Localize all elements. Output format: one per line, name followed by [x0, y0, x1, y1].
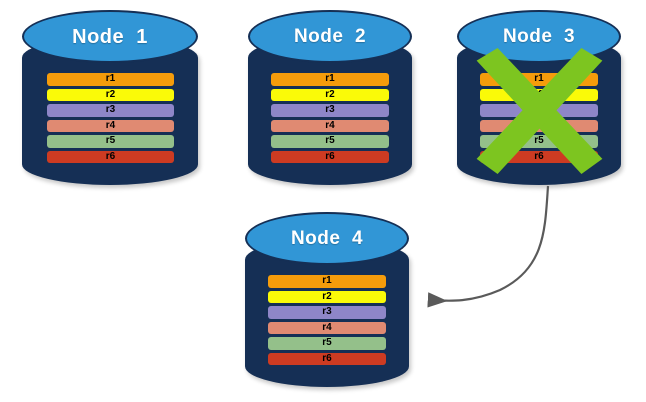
replica-list: r1 r2 r3 r4 r5 r6	[268, 275, 386, 365]
replica-list: r1 r2 r3 r4 r5 r6	[47, 73, 174, 163]
replica-row-r2[interactable]: r2	[480, 88, 598, 101]
cylinder-top	[248, 10, 412, 63]
replica-row-r2[interactable]: r2	[268, 290, 386, 303]
cylinder-top	[245, 212, 409, 265]
replica-list: r1 r2 r3 r4 r5 r6	[480, 73, 598, 163]
replica-row-r5[interactable]: r5	[268, 337, 386, 350]
replica-row-r1[interactable]: r1	[271, 73, 389, 86]
replica-row-r6[interactable]: r6	[47, 150, 174, 163]
replica-row-r6[interactable]: r6	[271, 150, 389, 163]
replica-row-r4[interactable]: r4	[268, 321, 386, 334]
replica-row-r5[interactable]: r5	[271, 135, 389, 148]
cylinder-top	[22, 10, 198, 63]
replica-row-r4[interactable]: r4	[271, 119, 389, 132]
replica-row-r6[interactable]: r6	[268, 352, 386, 365]
replica-row-r3[interactable]: r3	[47, 104, 174, 117]
replica-row-r1[interactable]: r1	[47, 73, 174, 86]
replica-list: r1 r2 r3 r4 r5 r6	[271, 73, 389, 163]
replica-row-r5[interactable]: r5	[47, 135, 174, 148]
replica-row-r1[interactable]: r1	[480, 73, 598, 86]
replica-row-r4[interactable]: r4	[480, 119, 598, 132]
replica-row-r3[interactable]: r3	[268, 306, 386, 319]
replica-row-r3[interactable]: r3	[480, 104, 598, 117]
replica-row-r3[interactable]: r3	[271, 104, 389, 117]
replica-row-r1[interactable]: r1	[268, 275, 386, 288]
replica-row-r2[interactable]: r2	[47, 88, 174, 101]
replica-row-r2[interactable]: r2	[271, 88, 389, 101]
replica-row-r5[interactable]: r5	[480, 135, 598, 148]
cylinder-top	[457, 10, 621, 63]
replica-row-r4[interactable]: r4	[47, 119, 174, 132]
replica-row-r6[interactable]: r6	[480, 150, 598, 163]
